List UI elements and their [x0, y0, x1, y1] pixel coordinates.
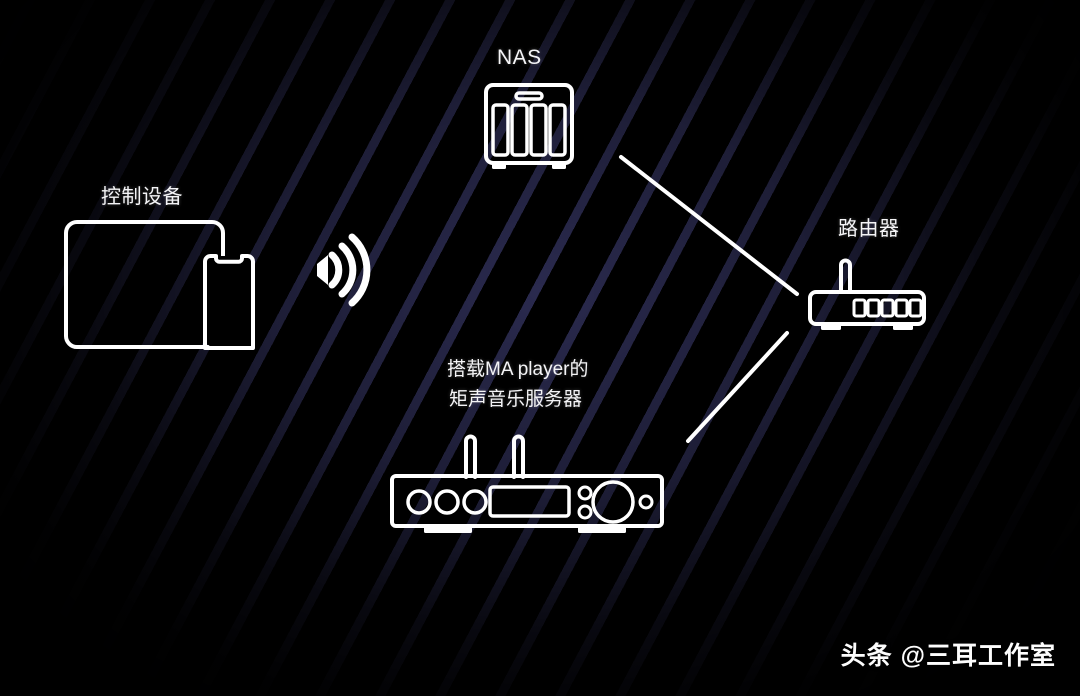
node-label-router: 路由器	[838, 218, 900, 240]
watermark: 头条 @三耳工作室	[840, 642, 1056, 670]
node-label-music-server-line1: 搭载MA player的	[447, 359, 589, 380]
node-label-control-device: 控制设备	[101, 186, 183, 208]
router-icon	[808, 258, 926, 330]
nas-enclosure-icon	[484, 83, 574, 169]
audio-server-icon	[390, 434, 664, 533]
tablet-and-phone-icon	[64, 220, 255, 350]
node-label-music-server: 搭载MA player的 矩声音乐服务器	[447, 355, 588, 415]
node-label-nas: NAS	[497, 46, 542, 69]
node-label-music-server-line2: 矩声音乐服务器	[449, 389, 583, 410]
connection-router-to-server	[686, 331, 789, 443]
wifi-signal-icon	[317, 233, 371, 307]
connection-nas-to-router	[619, 155, 799, 296]
